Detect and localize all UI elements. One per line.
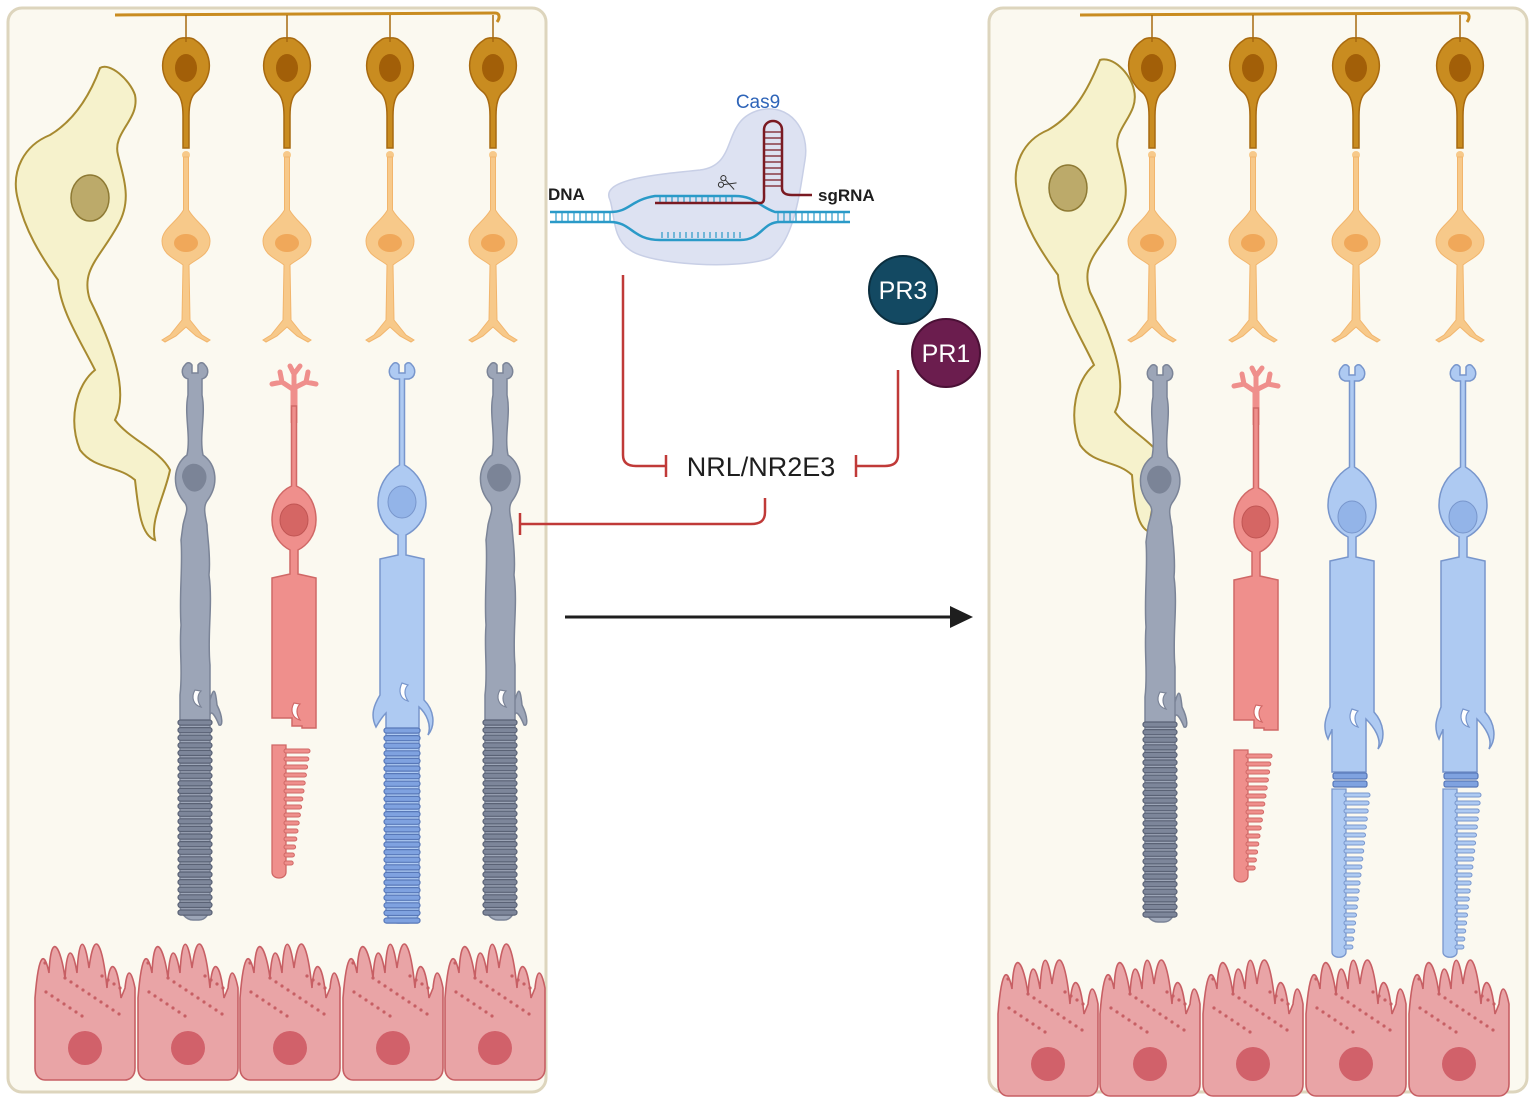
muller-nucleus [70,174,110,222]
hybrid-cone-photoreceptor [1435,364,1495,958]
crispr-cas9-complex: DNA Cas9 sgRNA [548,92,875,266]
dna-strand [550,194,850,242]
hybrid-cone-photoreceptor [1324,364,1384,958]
rpe-layer [997,959,1510,1097]
cas9-protein [607,108,807,266]
pr1-label: PR1 [922,340,971,368]
rpe-cell [1305,959,1407,1097]
cas9-label: Cas9 [736,92,780,113]
sgrna-strand [655,119,812,205]
panel-after [987,6,1529,1097]
transition-arrow [565,606,973,628]
rpe-cell [137,943,239,1081]
rpe-cell [997,959,1099,1097]
muller-glia [14,65,172,542]
pr3-label: PR3 [879,277,928,305]
rpe-layer [34,943,546,1081]
axon-fiber [114,11,501,23]
rpe-cell [342,943,444,1081]
rpe-cell [1099,959,1201,1097]
inhibition-target-rod [518,498,767,535]
rod-outer-segment-disc [177,719,213,916]
dna-label: DNA [548,185,585,204]
sgrna-label: sgRNA [818,186,875,205]
rod-outer-segment-disc [482,719,518,916]
inhibition-pr-target [854,370,900,477]
cone-outer-segment [1233,749,1273,883]
inhibition-cas9-target [621,275,668,477]
rpe-cell [1408,959,1510,1097]
cone-outer-segment-disc [383,727,421,924]
rod-outer-segment-disc [1142,721,1178,918]
rpe-cell [444,943,546,1081]
rpe-cell [239,943,341,1081]
muller-nucleus [1048,164,1088,212]
axon-fiber [1079,11,1471,23]
target-gene-label: NRL/NR2E3 [687,452,836,482]
rpe-cell [1202,959,1304,1097]
scissors-icon [717,175,737,190]
rpe-cell [34,943,136,1081]
panel-before [6,6,548,1094]
cone-outer-segment [271,744,311,879]
pr1-protein: PR1 [911,318,981,388]
pr3-protein: PR3 [868,255,938,325]
